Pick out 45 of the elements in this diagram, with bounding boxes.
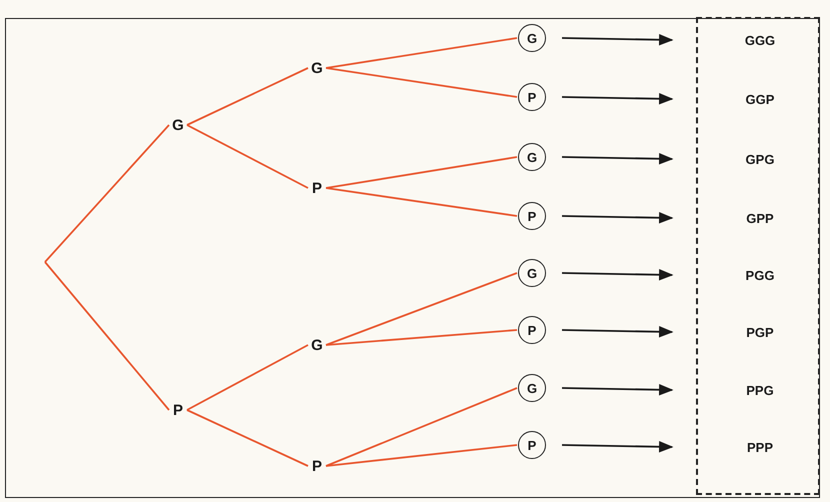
arrow <box>562 34 674 46</box>
outcome-list-box <box>696 17 820 495</box>
arrow <box>562 384 674 396</box>
arrow <box>562 153 674 165</box>
outcome-sequence: GGG <box>738 30 782 50</box>
outcome-circle: G <box>518 259 546 287</box>
branch-line <box>44 124 170 263</box>
outcome-sequence: GGP <box>738 89 782 109</box>
branch-line <box>326 272 518 346</box>
outcome-sequence: GPP <box>738 208 782 228</box>
branch-label: G <box>309 335 325 355</box>
outcome-sequence: PPP <box>738 437 782 457</box>
branch-line <box>186 124 308 189</box>
outcome-circle: P <box>518 202 546 230</box>
branch-label: P <box>170 400 186 420</box>
branch-line <box>326 37 518 69</box>
arrow <box>562 93 674 105</box>
branch-line <box>326 329 518 346</box>
outcome-sequence: PGP <box>738 322 782 342</box>
branch-line <box>186 409 308 467</box>
arrow <box>562 269 674 281</box>
branch-line <box>326 156 518 189</box>
arrow <box>562 441 674 453</box>
branch-line <box>186 344 308 411</box>
branch-line <box>326 187 518 217</box>
branch-label: P <box>309 178 325 198</box>
arrow <box>562 326 674 338</box>
outcome-sequence: GPG <box>738 149 782 169</box>
branch-label: G <box>309 58 325 78</box>
branch-label: G <box>170 115 186 135</box>
branch-line <box>326 387 518 467</box>
outcome-circle: G <box>518 143 546 171</box>
arrow <box>562 212 674 224</box>
outcome-sequence: PGG <box>738 265 782 285</box>
branch-line <box>326 67 518 98</box>
outcome-circle: G <box>518 374 546 402</box>
branch-line <box>326 444 518 467</box>
branch-label: P <box>309 456 325 476</box>
outcome-circle: P <box>518 431 546 459</box>
outcome-sequence: PPG <box>738 380 782 400</box>
outcome-circle: G <box>518 24 546 52</box>
branch-line <box>186 67 308 126</box>
outcome-circle: P <box>518 83 546 111</box>
branch-line <box>44 261 170 411</box>
outcome-circle: P <box>518 316 546 344</box>
